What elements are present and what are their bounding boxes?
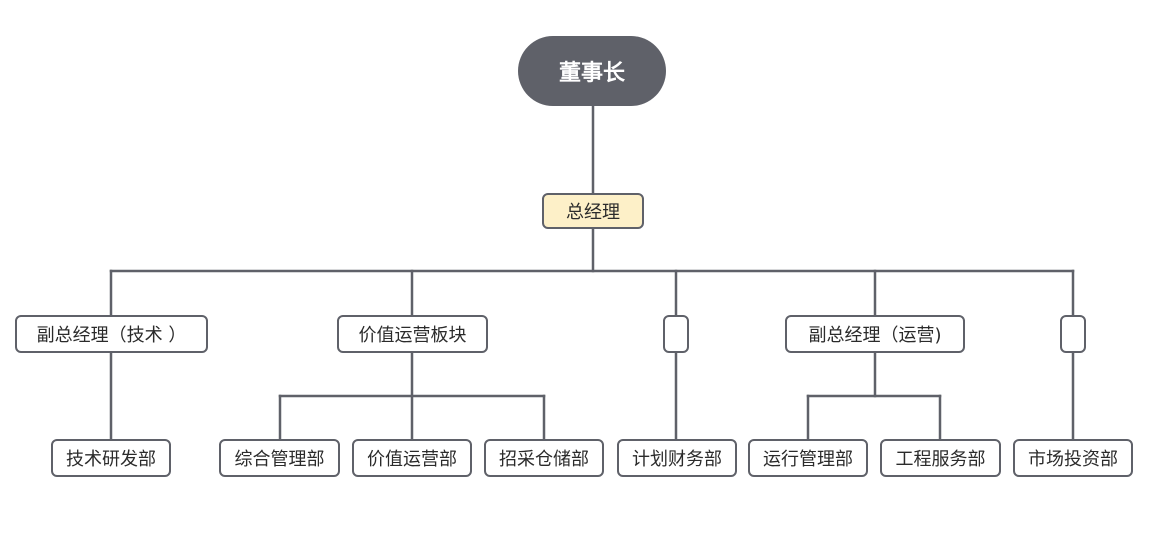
node-tech-rd[interactable]: 技术研发部: [51, 439, 171, 477]
node-plan-finance[interactable]: 计划财务部: [617, 439, 737, 477]
node-value-ops-dept[interactable]: 价值运营部: [352, 439, 472, 477]
node-blank-1[interactable]: [663, 315, 689, 353]
node-general-mgmt[interactable]: 综合管理部: [219, 439, 340, 477]
node-vp-ops[interactable]: 副总经理（运营): [785, 315, 965, 353]
node-market-invest[interactable]: 市场投资部: [1013, 439, 1133, 477]
node-blank-2[interactable]: [1060, 315, 1086, 353]
node-value-ops[interactable]: 价值运营板块: [337, 315, 488, 353]
node-general-manager[interactable]: 总经理: [542, 193, 644, 229]
node-chairman[interactable]: 董事长: [518, 36, 666, 106]
node-engineering[interactable]: 工程服务部: [880, 439, 1001, 477]
node-vp-tech[interactable]: 副总经理（技术 ）: [15, 315, 208, 353]
node-ops-mgmt[interactable]: 运行管理部: [748, 439, 868, 477]
node-procurement[interactable]: 招采仓储部: [484, 439, 604, 477]
